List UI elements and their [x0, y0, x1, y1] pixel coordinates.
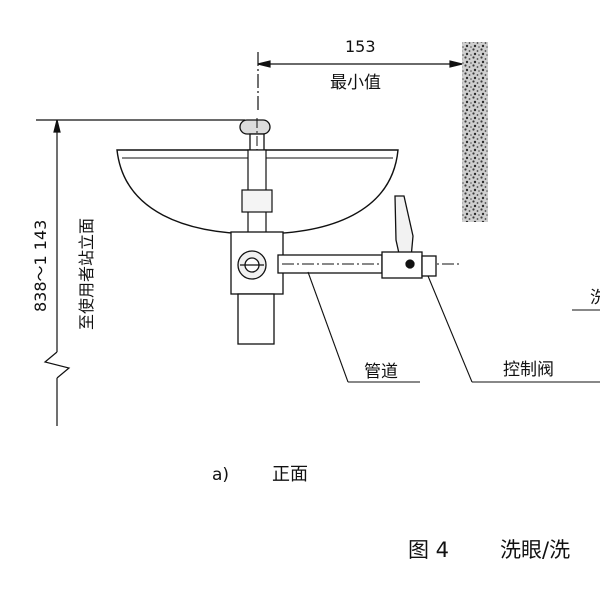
valve-callout-label: 控制阀	[503, 360, 554, 380]
height-reference-label: 至使用者站立面	[77, 218, 96, 330]
elbow-fitting	[230, 231, 284, 345]
figure-title: 洗眼/洗	[500, 538, 570, 562]
edge-fragment-label: 洗	[590, 288, 600, 308]
view-marker: a)	[212, 465, 229, 485]
control-valve	[381, 195, 437, 279]
width-dimension-value: 153	[345, 37, 376, 56]
view-name: 正面	[272, 464, 308, 485]
wall-section	[462, 42, 488, 222]
supply-tube	[241, 149, 273, 235]
valve-callout-leader	[427, 275, 600, 383]
figure-number: 图 4	[408, 538, 449, 562]
height-range-label: 838～1 143	[31, 220, 50, 312]
width-dimension-note: 最小值	[330, 73, 381, 93]
pipe-callout-leader	[307, 271, 420, 383]
width-dimension	[257, 52, 463, 112]
height-dimension	[36, 119, 245, 426]
pipe-callout-label: 管道	[364, 362, 398, 382]
